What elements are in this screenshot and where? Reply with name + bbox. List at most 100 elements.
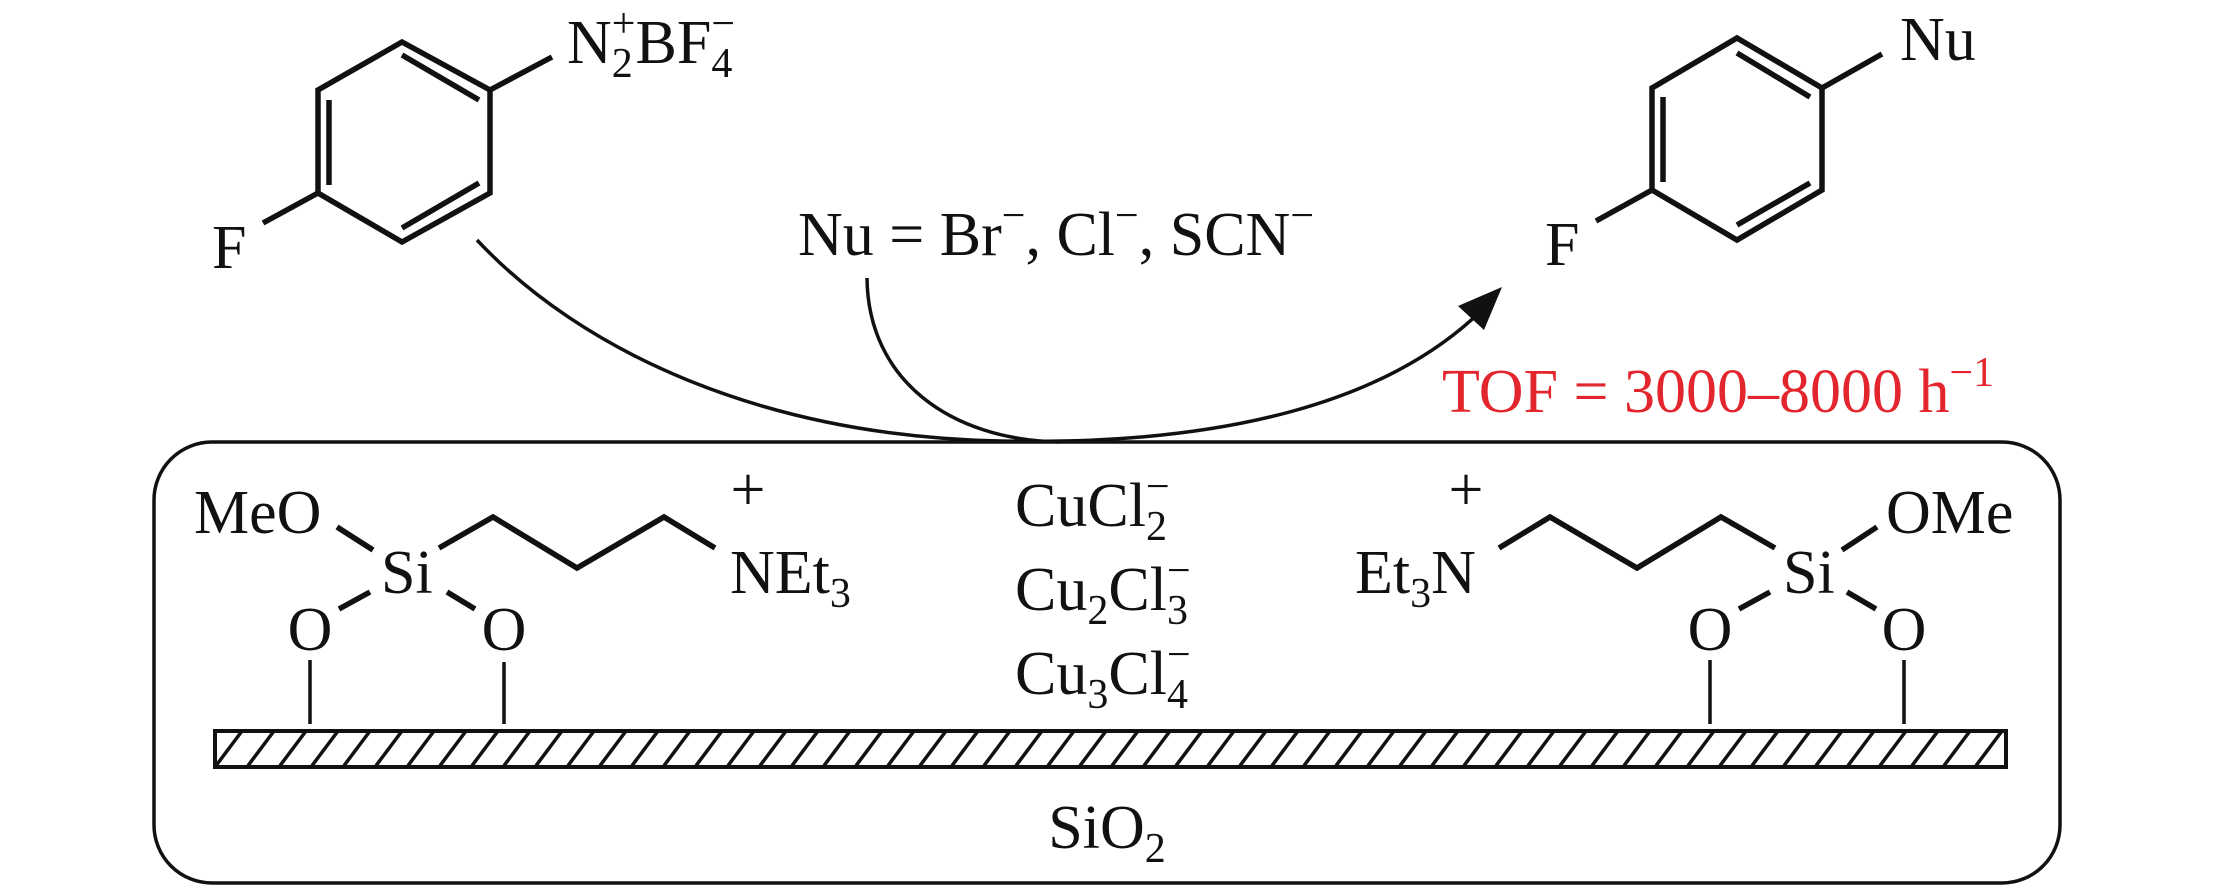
hatch-line [277,729,308,769]
benzene-ring [315,38,493,246]
left-linker: MeO Si O O + NEt3 [194,456,851,724]
hatch-line [1301,729,1332,769]
ammonium-label: Et3N [1355,539,1476,617]
silica-label: SiO2 [1048,794,1165,872]
hatch-line [341,729,372,769]
hatch-line [565,729,596,769]
benzene-ring [1649,34,1825,244]
formula-subscript: 3 [1087,672,1108,718]
right-linker: Et3N + Si OMe O O [1355,456,2013,724]
oxygen-label: O [288,596,333,664]
formula-subscript: 3 [1410,571,1431,617]
formula-subscript: 2 [1146,504,1167,550]
hatch-line [1749,729,1780,769]
oxygen-label: O [1688,596,1733,664]
si-o-bond [335,524,375,553]
hatch-line [725,729,756,769]
hatch-line [757,729,788,769]
formula-superscript: − [1115,193,1139,239]
arrowhead-icon [1458,287,1502,330]
hatch-line [469,729,500,769]
formula-text: N [1431,539,1476,607]
hatch-line [693,729,724,769]
formula-superscript: − [1002,193,1026,239]
hatch-line [597,729,628,769]
formula-superscript: − [711,1,735,47]
reactant-molecule: F N2+BF4− [212,1,735,282]
ammonium-label: NEt3 [730,539,851,617]
turnover-frequency: TOF = 3000–8000 h−1 [1442,350,1994,426]
hatch-line [373,729,404,769]
si-o-bond [337,589,372,612]
formula-text: TOF = 3000–8000 h [1442,358,1949,426]
diazonium-label: N2+BF4− [567,1,735,87]
catalyst-box [152,440,2062,885]
double-bond [400,180,481,231]
formula-text: , Cl [1025,201,1115,269]
hatch-line [1909,729,1940,769]
hatch-line [1621,729,1652,769]
methoxy-label: MeO [194,479,321,547]
hatch-line [1077,729,1108,769]
hatch-line [1045,729,1076,769]
hatch-line [1237,729,1268,769]
copper-species-item: Cu2Cl3− [1015,548,1191,634]
hatch-line [533,729,564,769]
hatch-line [661,729,692,769]
double-bond [1735,50,1812,100]
double-bond [1735,180,1812,228]
copper-species: CuCl2− Cu2Cl3− Cu3Cl4− [1015,464,1191,718]
propyl-chain [437,513,717,572]
formula-text: Cl [1108,640,1167,708]
fluorine-label: F [212,214,246,282]
hatch-line [437,729,468,769]
hatch-line [1397,729,1428,769]
c-nu-bond [1820,51,1884,91]
silica-bar [213,729,2008,769]
hatch-line [1141,729,1172,769]
nucleophile-arrow-curve [865,277,1061,444]
charge-label: + [731,456,766,524]
oxygen-label: O [1882,596,1927,664]
fluorine-label: F [1545,211,1579,279]
hatch-line [853,729,884,769]
hatch-line [1269,729,1300,769]
formula-superscript: − [1167,632,1191,678]
hatch-line [1717,729,1748,769]
nucleophile-definition: Nu = Br−, Cl−, SCN− [798,193,1314,269]
hatch-line [1365,729,1396,769]
formula-text: CuCl [1015,472,1146,540]
hatch-line [629,729,660,769]
hatch-line [309,729,340,769]
si-o-bond [1845,589,1878,612]
formula-text: NEt [730,539,830,607]
hatch-line [981,729,1012,769]
hatch-line [1429,729,1460,769]
hatch-line [1685,729,1716,769]
hatch-line [917,729,948,769]
formula-text: BF [635,9,711,77]
formula-superscript: − [1146,464,1170,510]
formula-superscript: − [1290,193,1314,239]
product-molecule: F Nu [1545,6,1976,279]
charge-label: + [1449,456,1484,524]
formula-text: N [567,9,612,77]
hatch-line [1813,729,1844,769]
nucleophile-group-label: Nu [1900,6,1976,74]
formula-subscript: 2 [1145,826,1166,872]
oxygen-label: O [482,596,527,664]
c-f-bond [261,190,320,226]
hatch-line [789,729,820,769]
si-o-bond [445,589,477,612]
hatch-line [1461,729,1492,769]
formula-subscript: 2 [1087,588,1108,634]
reaction-arrow-curve [475,238,1484,444]
formula-subscript: 4 [711,41,732,87]
copper-species-item: Cu3Cl4− [1015,632,1191,718]
c-f-bond [1594,187,1654,224]
hatch-line [1109,729,1140,769]
copper-species-item: CuCl2− [1015,464,1170,550]
hatch-line [1845,729,1876,769]
formula-superscript: − [1167,548,1191,594]
